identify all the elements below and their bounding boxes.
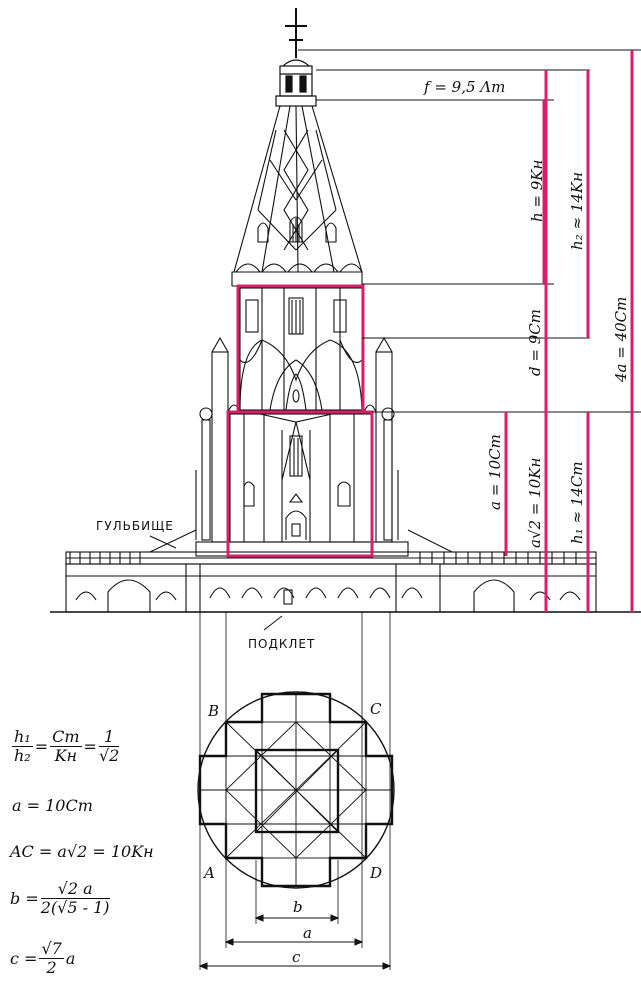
f1-mid-den: Kн — [54, 746, 78, 765]
f4-num: √2 a — [40, 880, 110, 899]
plan-point-b: B — [207, 702, 219, 720]
spire-base-kokoshniks — [231, 263, 363, 287]
formula-a: a = 10Cт — [12, 796, 93, 815]
f4-lhs: b = — [10, 889, 39, 908]
f1-rhs-num: 1 — [98, 728, 120, 747]
proportion-frames — [226, 284, 374, 558]
f1-lhs-den: h₂ — [14, 746, 31, 765]
formula-ac: AC = a√2 = 10Kн — [10, 842, 154, 861]
f4-den: 2(√5 - 1) — [40, 898, 110, 917]
extension-lines — [298, 49, 641, 413]
plan-dim-a: a — [303, 924, 312, 942]
f1-mid-num: Cт — [50, 727, 82, 747]
plan-dim-b: b — [293, 898, 303, 916]
f1-rhs-den: √2 — [98, 746, 120, 765]
podklet-caption: ПОДКЛЕТ — [248, 637, 315, 651]
plan-inner-square — [254, 748, 340, 834]
dimension-lines — [504, 50, 634, 612]
podklet-leader — [263, 615, 283, 631]
cross — [285, 8, 307, 58]
basement-podklet — [65, 563, 597, 613]
dim-h1-label: h₁ ≈ 14Cт — [568, 461, 586, 544]
gallery-gulbische — [65, 529, 597, 565]
dim-a-label: a = 10Cт — [486, 434, 504, 510]
dim-h-label: h = 9Kн — [528, 160, 546, 222]
plan — [197, 691, 395, 889]
plan-point-d: D — [369, 864, 382, 882]
tent-spire — [233, 105, 363, 273]
f5-lhs: c = — [10, 949, 38, 968]
dim-f-label: f = 9,5 Λт — [423, 78, 505, 96]
plan-dimension-lines — [198, 914, 392, 970]
f5-tail: a — [65, 949, 76, 968]
f1-lhs-num: h₁ — [12, 727, 33, 747]
plan-circle — [197, 691, 395, 889]
cube-frame — [226, 410, 374, 558]
cupola — [275, 59, 317, 107]
gulbische-leader — [149, 535, 177, 549]
plan-dim-c: c — [292, 948, 301, 966]
plan-point-c: C — [370, 700, 382, 718]
dim-4a-label: 4a = 40Cт — [612, 297, 630, 383]
dim-h2-label: h₂ ≈ 14Kн — [568, 172, 586, 250]
f5-num: √7 — [39, 939, 64, 959]
cube-tier — [229, 413, 373, 543]
plan-point-a: A — [202, 864, 215, 882]
f5-den: 2 — [46, 958, 57, 977]
octagon-tier — [239, 287, 363, 411]
gulbische-caption: ГУЛЬБИЩЕ — [96, 519, 174, 533]
dim-a-root2-label: a√2 = 10Kн — [526, 458, 544, 548]
dim-d-label: d = 9Cт — [526, 309, 544, 376]
